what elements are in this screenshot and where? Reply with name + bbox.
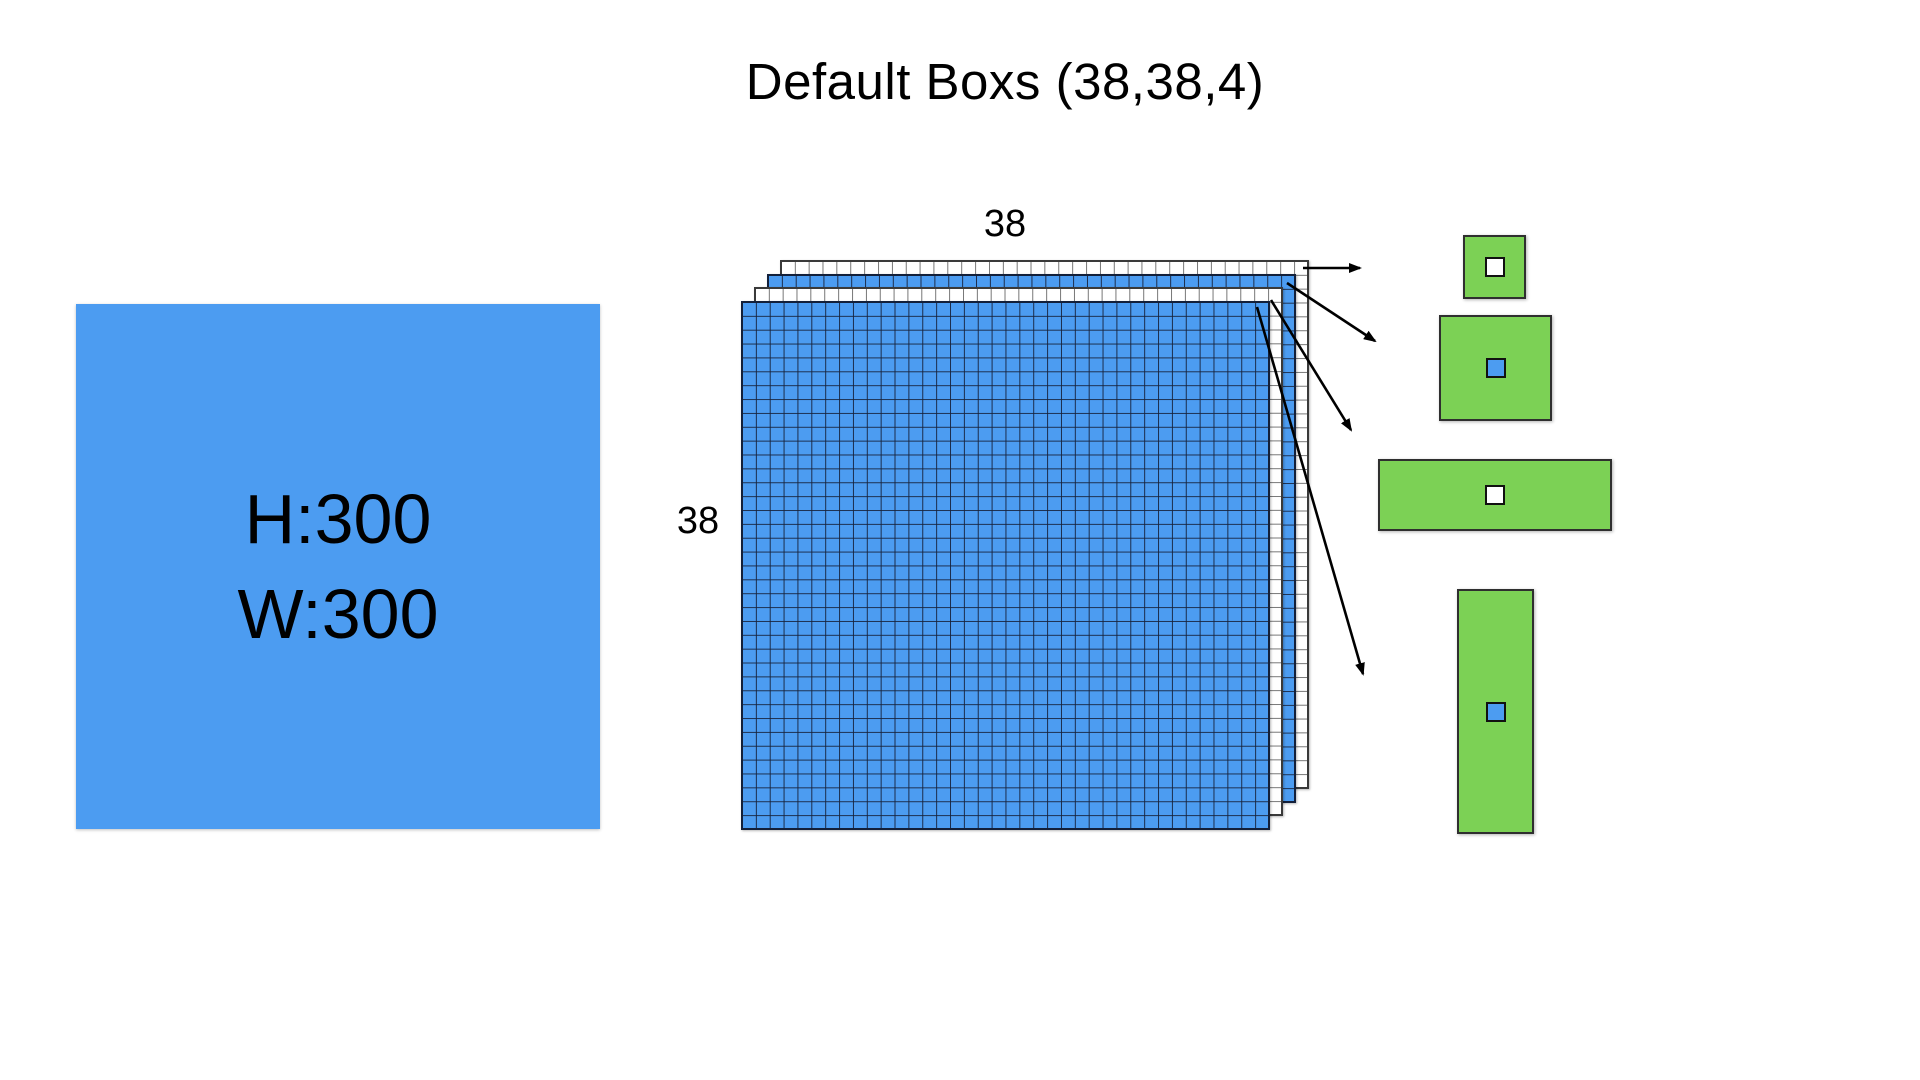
arrow-to-medium-square [1286,281,1377,343]
input-image-box: H:300 W:300 [76,304,600,829]
default-box-center-marker [1485,358,1506,378]
default-box-medium-square [1439,315,1552,421]
feature-map-width-label: 38 [983,203,1027,245]
arrow-to-wide-rect [1269,299,1353,432]
default-box-wide-rectangle [1378,459,1612,531]
default-box-center-marker [1485,701,1506,722]
default-box-center-marker [1484,257,1505,277]
input-image-height-label: H:300 [244,479,432,558]
feature-map-height-label: 38 [676,500,720,542]
default-box-small-square [1463,235,1526,299]
input-image-width-label: W:300 [237,574,439,653]
arrow-to-tall-rect [1255,306,1365,676]
default-box-center-marker [1485,485,1505,505]
default-box-tall-rectangle [1457,589,1534,834]
feature-map-layer-4-front-blue [741,301,1270,830]
slide-title: Default Boxs (38,38,4) [745,53,1265,110]
arrows-to-default-boxes [1255,263,1377,676]
